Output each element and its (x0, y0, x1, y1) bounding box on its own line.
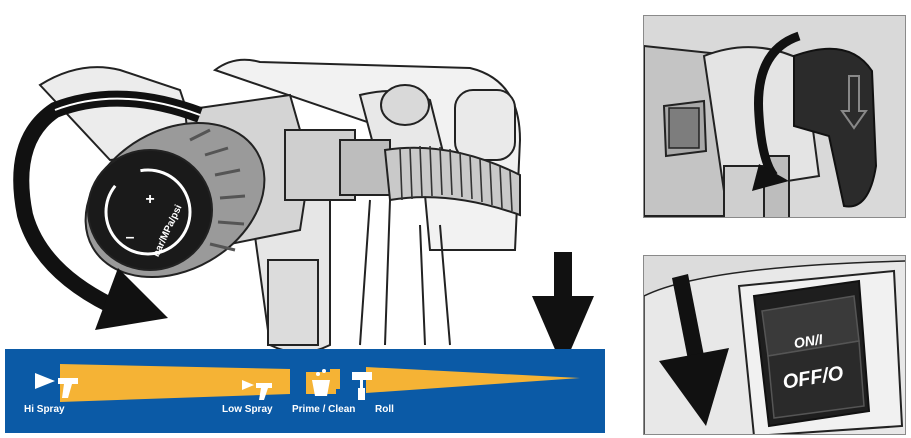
power-switch-drawing: ON/I OFF/O (644, 256, 905, 434)
bucket-icon (306, 369, 336, 396)
spray-bar: Hi Spray Low Spray Prime / Clean Roll (5, 349, 605, 433)
rotate-arrow-icon (752, 31, 801, 191)
power-switch-illustration: ON/I OFF/O (643, 255, 906, 435)
spray-gun-icon (35, 373, 78, 398)
knob-minus-label: – (126, 229, 135, 246)
hi-spray-label: Hi Spray (24, 404, 65, 415)
switch-on-label: ON/I (793, 331, 825, 351)
down-arrow-icon (659, 274, 729, 426)
prime-valve-illustration (643, 15, 906, 218)
pressure-control-drawing: + – bar/MPa/psi Hi Spray (5, 58, 605, 433)
prime-valve-drawing (644, 16, 905, 217)
spray-wedge-low (366, 367, 580, 393)
power-switch[interactable]: ON/I OFF/O (752, 279, 871, 428)
spray-wedge-high (60, 364, 290, 402)
hose (359, 145, 521, 346)
down-arrow-icon (532, 252, 594, 368)
prime-clean-label: Prime / Clean (292, 404, 355, 415)
clockwise-arrow-icon (13, 90, 203, 330)
knob-plus-label: + (145, 191, 154, 208)
prime-valve-lever[interactable] (793, 47, 878, 208)
pressure-control-illustration: + – bar/MPa/psi Hi Spray (5, 58, 605, 433)
roll-label: Roll (375, 404, 394, 415)
roller-icon (352, 372, 372, 400)
low-spray-label: Low Spray (222, 404, 273, 415)
pressure-knob[interactable]: + – bar/MPa/psi (58, 92, 293, 308)
spray-gun-icon (242, 380, 272, 400)
